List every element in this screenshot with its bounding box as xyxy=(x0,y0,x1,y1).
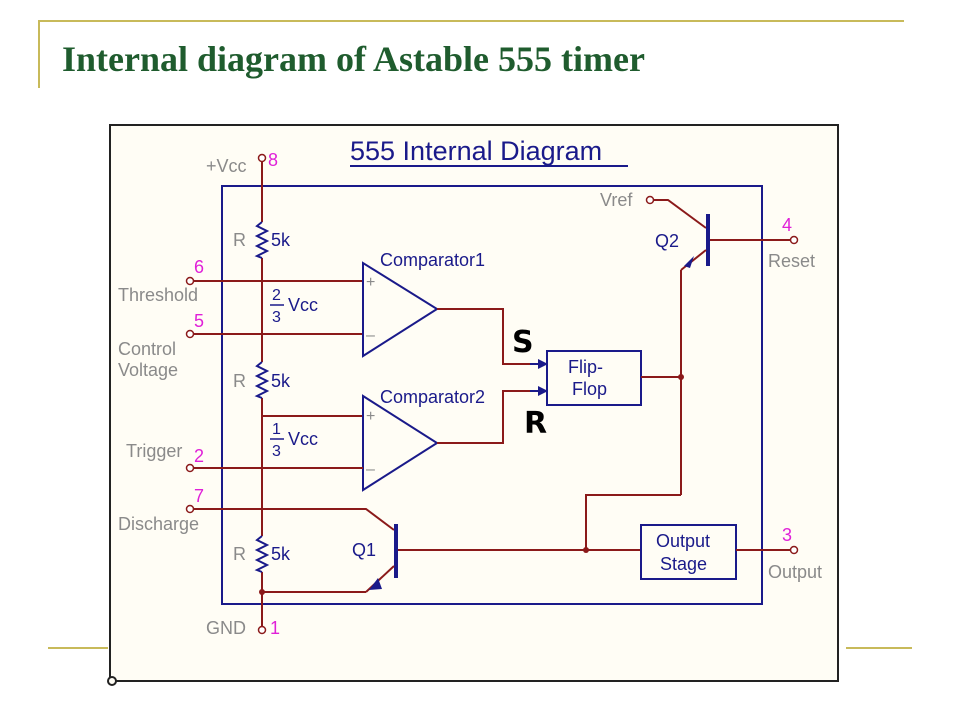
discharge-label: Discharge xyxy=(118,514,199,534)
resistor-middle-label: R xyxy=(233,371,246,391)
bottom-right-accent-line xyxy=(846,647,912,649)
frac-1-3-vcc: Vcc xyxy=(288,429,318,449)
comparator1-symbol xyxy=(362,261,439,358)
left-accent-line xyxy=(38,20,40,88)
pin-8-number: 8 xyxy=(268,150,278,170)
comparator2-label: Comparator2 xyxy=(380,387,485,407)
pin-4-number: 4 xyxy=(782,215,792,235)
q2-label: Q2 xyxy=(655,231,679,251)
q1-label: Q1 xyxy=(352,540,376,560)
output-stage-block xyxy=(640,524,737,580)
comparator2-output-wire xyxy=(437,390,532,444)
vref-terminal xyxy=(645,195,655,205)
output-stage-line1: Output xyxy=(656,531,710,551)
comparator1-plus: + xyxy=(366,274,375,291)
pin-3-terminal xyxy=(789,545,799,555)
resistor-bottom-value: 5k xyxy=(271,544,291,564)
resistor-top-label: R xyxy=(233,230,246,250)
comparator2-minus: – xyxy=(366,461,375,478)
resistor-bottom xyxy=(254,535,270,573)
gnd-label: GND xyxy=(206,618,246,638)
frame-corner-handle xyxy=(107,676,117,686)
pin-5-terminal xyxy=(185,329,195,339)
resistor-middle-value: 5k xyxy=(271,371,291,391)
q2-collector-wire xyxy=(654,199,707,229)
frac-1-3-numerator: 1 xyxy=(272,421,281,438)
resistor-middle xyxy=(254,361,270,399)
diagram-frame xyxy=(109,124,839,682)
voltage-label: Voltage xyxy=(118,360,178,380)
pin-4-terminal xyxy=(789,235,799,245)
resistor-bottom-label: R xyxy=(233,544,246,564)
resistor-top-value: 5k xyxy=(271,230,291,250)
frac-2-3-vcc: Vcc xyxy=(288,295,318,315)
flip-flop-line2: Flop xyxy=(572,379,607,399)
pin-6-terminal xyxy=(185,276,195,286)
slide-title: Internal diagram of Astable 555 timer xyxy=(62,39,645,79)
flip-flop-line1: Flip- xyxy=(568,357,603,377)
comparator1-minus: – xyxy=(366,327,375,344)
pin-7-terminal xyxy=(185,504,195,514)
bottom-left-accent-line xyxy=(48,647,108,649)
frac-1-3-denominator: 3 xyxy=(272,443,281,460)
set-mark: S xyxy=(512,325,534,360)
q1-emitter-leg xyxy=(365,565,395,593)
output-stage-line2: Stage xyxy=(660,554,707,574)
reset-label: Reset xyxy=(768,251,815,271)
feedback-wire xyxy=(585,494,681,550)
pin-1-number: 1 xyxy=(270,618,280,638)
pin-3-number: 3 xyxy=(782,525,792,545)
output-label: Output xyxy=(768,562,822,582)
reset-mark: R xyxy=(524,406,547,441)
ground-junction xyxy=(259,589,265,595)
q2-emitter-arrow xyxy=(684,256,694,268)
frac-2-3-denominator: 3 xyxy=(272,309,281,326)
q1-base-junction xyxy=(583,547,589,553)
vref-label: Vref xyxy=(600,190,633,210)
trigger-label: Trigger xyxy=(126,441,182,461)
pin-6-number: 6 xyxy=(194,257,204,277)
comparator2-symbol xyxy=(362,394,439,492)
discharge-wire xyxy=(194,508,395,531)
vcc-label: +Vcc xyxy=(206,156,247,176)
pin-8-terminal xyxy=(257,153,267,163)
pin-2-terminal xyxy=(185,463,195,473)
threshold-label: Threshold xyxy=(118,285,198,305)
comparator2-plus: + xyxy=(366,408,375,425)
pin-2-number: 2 xyxy=(194,446,204,466)
comparator1-output-wire xyxy=(437,308,532,365)
chip-boundary xyxy=(221,185,763,605)
q2-emitter-leg xyxy=(680,249,707,271)
pin-1-terminal xyxy=(257,625,267,635)
diagram-header: 555 Internal Diagram xyxy=(350,136,602,166)
resistor-top xyxy=(254,221,270,259)
q1-emitter-arrow xyxy=(369,578,382,590)
pin-5-number: 5 xyxy=(194,311,204,331)
frac-2-3-numerator: 2 xyxy=(272,287,281,304)
top-accent-line xyxy=(38,20,904,22)
control-label: Control xyxy=(118,339,176,359)
comparator1-label: Comparator1 xyxy=(380,250,485,270)
pin-7-number: 7 xyxy=(194,486,204,506)
